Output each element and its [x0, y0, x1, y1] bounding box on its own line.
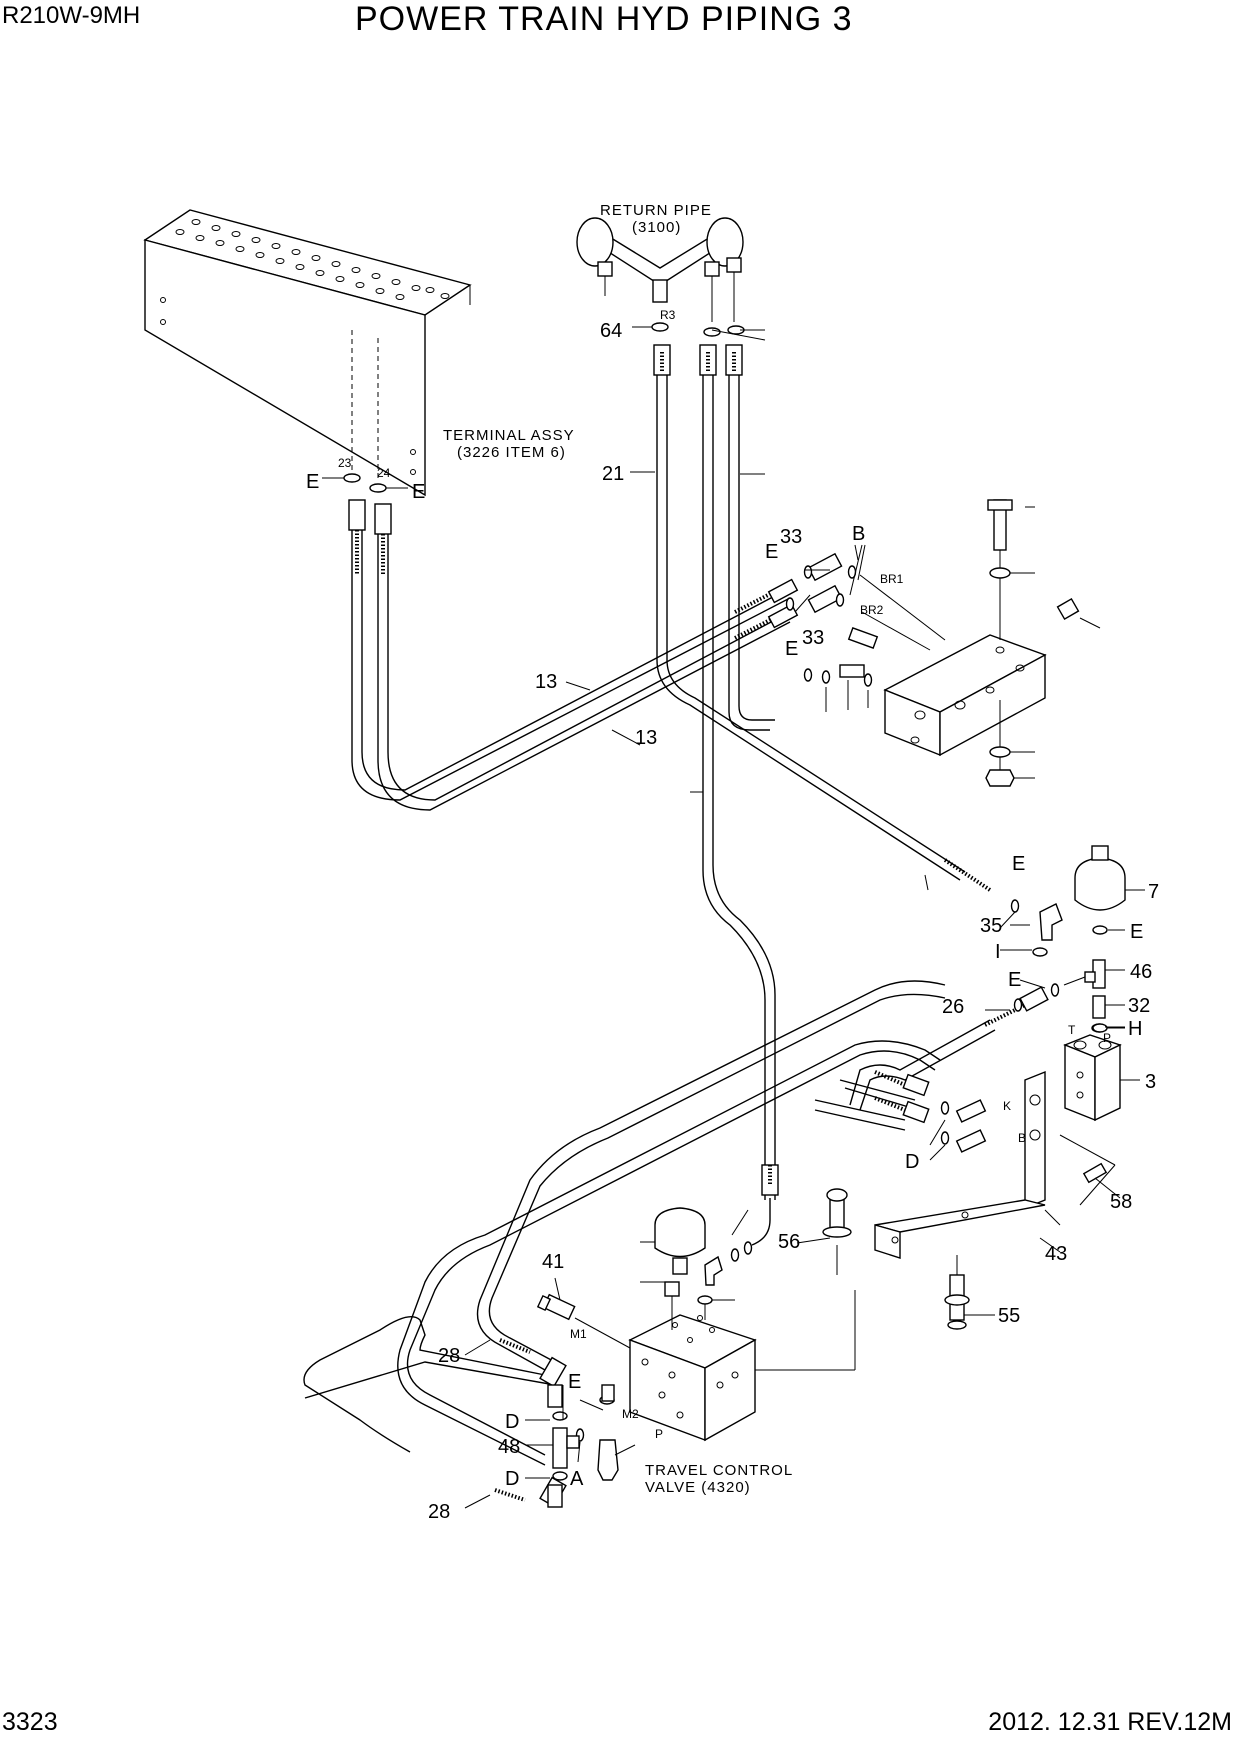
- callout-46: 46: [1130, 961, 1152, 983]
- callout-e-5: E: [1012, 853, 1025, 875]
- callout-d-1: D: [905, 1151, 919, 1173]
- port-br1: BR1: [880, 572, 904, 586]
- callout-43: 43: [1045, 1243, 1067, 1265]
- page-title: POWER TRAIN HYD PIPING 3: [355, 0, 853, 38]
- callout-26: 26: [942, 996, 964, 1018]
- callout-e-7: E: [1008, 969, 1021, 991]
- callout-a: A: [570, 1468, 584, 1490]
- callout-41: 41: [542, 1251, 564, 1273]
- callout-28-lower: 28: [428, 1501, 450, 1523]
- callout-b: B: [852, 523, 865, 545]
- callout-7: 7: [1148, 881, 1159, 903]
- bolt-56: [822, 1188, 852, 1275]
- sensor-41: [536, 1293, 631, 1349]
- bolt-58: [1082, 1162, 1108, 1184]
- callout-d-2: D: [505, 1411, 519, 1433]
- terminal-assy-label-line1: TERMINAL ASSY: [443, 427, 575, 444]
- callout-64: 64: [600, 320, 622, 342]
- revision-date: 2012. 12.31 REV.12M: [988, 1708, 1232, 1736]
- port-m1: M1: [570, 1327, 587, 1341]
- callout-32: 32: [1128, 995, 1150, 1017]
- leader-lines: [322, 326, 1125, 1509]
- hose-right: [725, 344, 775, 731]
- callout-48: 48: [498, 1436, 520, 1458]
- terminal-assy-label-line2: (3226 ITEM 6): [457, 444, 566, 461]
- callout-56: 56: [778, 1231, 800, 1253]
- hose-28: [303, 980, 946, 1508]
- port-p-bottom: P: [655, 1427, 663, 1441]
- callout-e-3: E: [306, 471, 319, 493]
- callout-e-8: E: [568, 1371, 581, 1393]
- callout-33-lower: 33: [802, 627, 824, 649]
- hose-center: [699, 344, 779, 1200]
- port-m2: M2: [622, 1407, 639, 1421]
- hose-21: [653, 344, 992, 892]
- accumulator-7: [1074, 845, 1145, 935]
- port-br2: BR2: [860, 603, 884, 617]
- callout-i: I: [995, 941, 1001, 963]
- fittings-33: [785, 552, 879, 712]
- callout-3: 3: [1145, 1071, 1156, 1093]
- callout-e-4: E: [412, 481, 425, 503]
- hole-24: 24: [377, 466, 391, 480]
- callout-h: H: [1128, 1018, 1142, 1040]
- return-pipe-label-line1: RETURN PIPE: [600, 202, 712, 219]
- callout-33-upper: 33: [780, 526, 802, 548]
- hole-23: 23: [338, 456, 352, 470]
- port-r3: R3: [660, 308, 676, 322]
- o-rings-top: [343, 322, 1108, 1033]
- brake-valve-block: [859, 499, 1101, 787]
- port-t: T: [1068, 1023, 1076, 1037]
- return-pipe-label-line2: (3100): [632, 219, 681, 236]
- tee-46: [1050, 959, 1125, 1033]
- travel-valve-label-line1: TRAVEL CONTROL: [645, 1462, 793, 1479]
- callout-e-6: E: [1130, 921, 1143, 943]
- port-k: K: [1003, 1099, 1011, 1113]
- port-b: B: [1018, 1131, 1026, 1145]
- hoses-k-b: [814, 1070, 987, 1153]
- travel-control-valve: [628, 1198, 771, 1442]
- model-number: R210W-9MH: [2, 2, 141, 29]
- callout-d-3: D: [505, 1468, 519, 1490]
- callout-28-upper: 28: [438, 1345, 460, 1367]
- port-p-top: P: [1103, 1031, 1111, 1045]
- valve-block-3: [1063, 1034, 1140, 1122]
- fitting-35: [999, 899, 1063, 957]
- bolt-55: [944, 1255, 970, 1330]
- fittings-bottom: [552, 1384, 636, 1481]
- callout-e-1: E: [765, 541, 778, 563]
- terminal-assy: [143, 209, 472, 497]
- callout-e-2: E: [785, 638, 798, 660]
- return-pipe: [576, 217, 744, 322]
- hose-13: [348, 499, 799, 811]
- callout-58: 58: [1110, 1191, 1132, 1213]
- callout-13-lower: 13: [635, 727, 657, 749]
- callout-55: 55: [998, 1305, 1020, 1327]
- callout-35: 35: [980, 915, 1002, 937]
- callout-21: 21: [602, 463, 624, 485]
- callout-13-upper: 13: [535, 671, 557, 693]
- travel-valve-label-line2: VALVE (4320): [645, 1479, 751, 1496]
- bracket-43: [689, 1070, 1116, 1415]
- page-number: 3323: [2, 1708, 58, 1736]
